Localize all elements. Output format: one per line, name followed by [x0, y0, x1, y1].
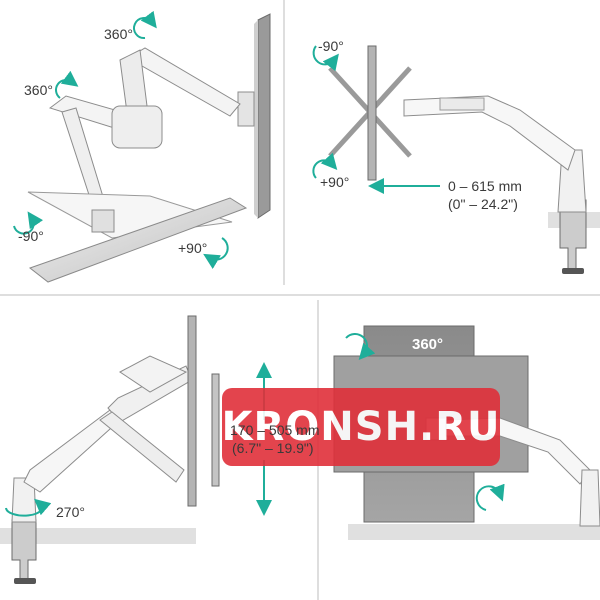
label-tilt-up: -90° — [318, 38, 344, 54]
monitor-side — [257, 13, 271, 219]
label-rotate-screen: 360° — [412, 336, 444, 353]
desk-surface — [348, 524, 600, 540]
label-tilt-down: +90° — [320, 174, 350, 190]
label-height-mm: 170 – 505 mm — [230, 422, 320, 438]
watermark: KRONSH.RU — [221, 388, 500, 466]
label-swivel: 270° — [56, 504, 85, 520]
label-tilt-right: +90° — [178, 240, 208, 256]
label-height-in: (6.7" – 19.9") — [232, 440, 314, 456]
monitor-high — [187, 315, 197, 507]
label-depth-mm: 0 – 615 mm — [448, 178, 522, 194]
label-tilt-left: -90° — [18, 228, 44, 244]
rotate-icon-bottom — [475, 483, 505, 511]
panel-bottom-left — [0, 315, 272, 584]
swivel-icon — [5, 498, 52, 517]
desk-clamp — [11, 519, 37, 581]
rotate-icon-top — [133, 10, 157, 40]
rotate-icon-mid — [55, 70, 79, 99]
tilt-icon-down — [312, 152, 338, 179]
monitor-upright — [367, 45, 377, 181]
gas-spring-arm — [403, 95, 576, 171]
label-depth-in: (0" – 24.2") — [448, 196, 518, 212]
monitor-low — [211, 373, 220, 487]
panel-top-left — [13, 10, 271, 283]
vesa-plate — [237, 91, 255, 127]
desk-surface — [0, 528, 196, 544]
label-rotate-top: 360° — [104, 26, 133, 42]
rotate-icon-top — [345, 332, 376, 360]
tilt-icon-right — [203, 237, 229, 269]
tilt-icon-up — [312, 45, 339, 72]
panel-top-right — [312, 45, 600, 274]
tilt-icon-left — [13, 211, 44, 235]
monitor-flat-dark — [28, 197, 248, 283]
label-rotate-mid: 360° — [24, 82, 53, 98]
